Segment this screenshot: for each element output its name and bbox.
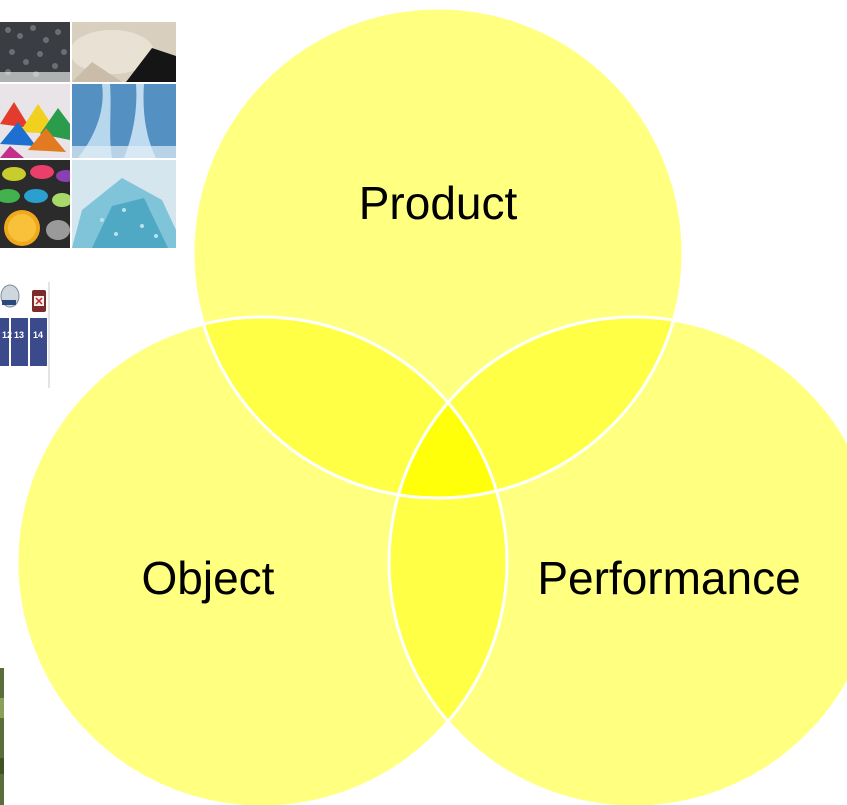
paint-cans-photo [0,160,70,248]
strip-number-12: 12 [2,330,12,340]
strip-number-14: 14 [33,330,43,340]
product-object-overlap [193,317,507,498]
object-circle [17,317,507,805]
blue-crystals-photo [72,160,176,248]
granules-photo [0,22,70,82]
product-performance-overlap [389,317,683,498]
numbered-strip-graphic: 12 13 14 [0,282,50,388]
green-photo-edge [0,668,4,805]
performance-outline [387,315,847,805]
pigment-powders-photo [0,84,70,158]
powder-piles-photo [72,22,176,82]
liquid-pour-photo [72,84,176,158]
object-outline [15,315,509,805]
performance-circle [389,317,847,805]
performance-label: Performance [537,552,800,604]
product-label: Product [359,177,518,229]
object-label: Object [142,552,275,604]
product-outline [191,6,685,500]
strip-number-13: 13 [14,330,24,340]
